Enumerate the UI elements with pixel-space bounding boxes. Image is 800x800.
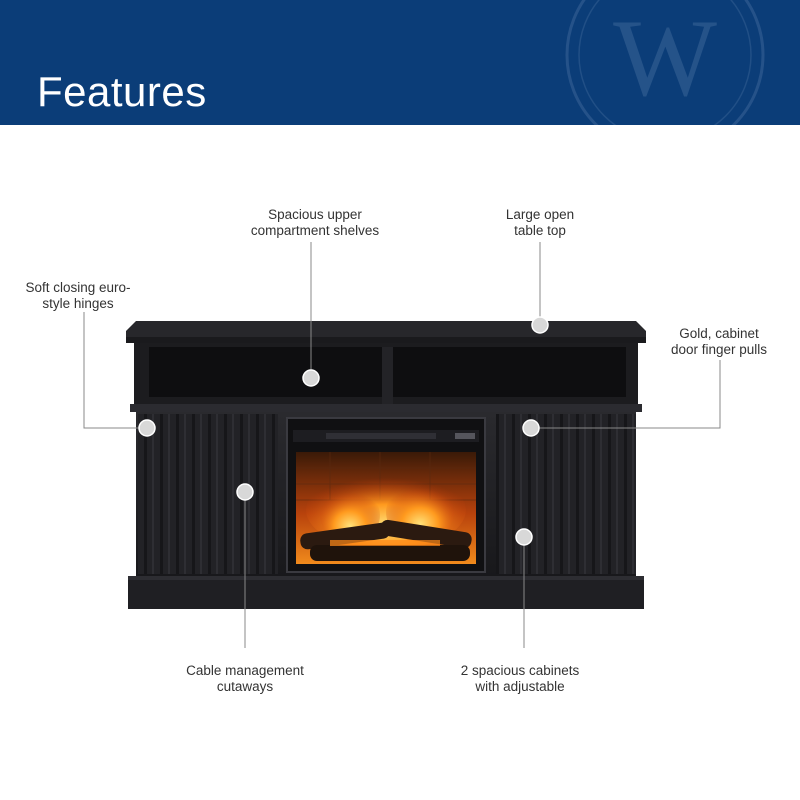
page-title: Features xyxy=(37,68,207,115)
right-cabinet-door xyxy=(496,414,636,574)
callout-upper-shelves-line2: compartment shelves xyxy=(250,223,380,238)
callout-table-top: Large open table top xyxy=(485,207,595,239)
left-cabinet-door xyxy=(138,414,278,574)
marker-cable-management xyxy=(236,483,254,501)
header-banner: Features W xyxy=(0,0,800,125)
brand-logo-watermark: W xyxy=(565,0,765,125)
marker-cabinets xyxy=(515,528,533,546)
base-plinth xyxy=(128,576,644,609)
callout-hinges-line1: Soft closing euro- xyxy=(25,280,131,295)
marker-table-top xyxy=(531,316,549,334)
callout-finger-pulls-line2: door finger pulls xyxy=(670,342,768,357)
marker-upper-shelves xyxy=(302,369,320,387)
callout-cable-management: Cable management cutaways xyxy=(170,663,320,695)
callout-hinges-line2: style hinges xyxy=(42,296,114,311)
callout-finger-pulls: Gold, cabinet door finger pulls xyxy=(652,326,786,358)
fireplace-logs xyxy=(300,519,472,561)
callout-cabinets: 2 spacious cabinets with adjustable xyxy=(445,663,595,695)
callout-hinges: Soft closing euro- style hinges xyxy=(18,280,138,312)
callout-finger-pulls-line1: Gold, cabinet xyxy=(679,326,759,341)
callout-cabinets-line1: 2 spacious cabinets xyxy=(460,663,580,678)
callout-cable-management-line1: Cable management xyxy=(186,663,304,678)
marker-finger-pulls xyxy=(522,419,540,437)
callout-cable-management-line2: cutaways xyxy=(216,679,274,694)
callout-table-top-line1: Large open xyxy=(505,207,575,222)
callout-cabinets-line2: with adjustable xyxy=(475,679,565,694)
callout-upper-shelves: Spacious upper compartment shelves xyxy=(240,207,390,239)
callout-upper-shelves-line1: Spacious upper xyxy=(268,207,362,222)
marker-hinges xyxy=(138,419,156,437)
logo-letter: W xyxy=(613,0,717,119)
callout-table-top-line2: table top xyxy=(514,223,566,238)
